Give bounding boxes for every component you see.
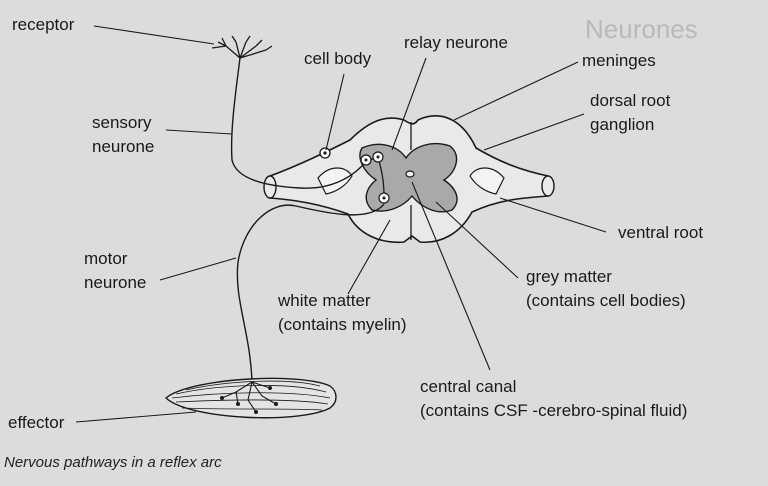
relay-neurone-drawing	[360, 151, 390, 204]
label-grey-matter-line2: (contains cell bodies)	[526, 291, 686, 310]
figure-caption: Nervous pathways in a reflex arc	[4, 454, 222, 471]
label-sensory-neurone-line1: sensory	[92, 113, 152, 132]
motor-neurone-path	[236, 203, 385, 383]
effector-muscle	[164, 377, 337, 419]
label-dorsal-root-line1: dorsal root	[590, 91, 671, 110]
sensory-neurone-path	[230, 57, 363, 189]
leader-lines	[75, 25, 607, 423]
label-cell-body: cell body	[304, 49, 372, 68]
label-grey-matter-line1: grey matter	[526, 267, 612, 286]
label-white-matter-line1: white matter	[278, 291, 371, 310]
label-central-canal-line2: (contains CSF -cerebro-spinal fluid)	[420, 401, 688, 420]
label-sensory-neurone-line2: neurone	[92, 137, 155, 156]
spinal-cord-section	[263, 115, 555, 244]
label-central-canal-line1: central canal	[420, 377, 517, 396]
label-dorsal-root-line2: ganglion	[590, 115, 655, 134]
background-heading: Neurones	[585, 14, 698, 44]
label-white-matter-line2: (contains myelin)	[278, 315, 407, 334]
label-receptor: receptor	[12, 15, 75, 34]
label-effector: effector	[8, 413, 65, 432]
receptor-drawing	[211, 35, 273, 59]
label-meninges: meninges	[582, 51, 656, 70]
label-motor-neurone-line1: motor	[84, 249, 128, 268]
label-ventral-root: ventral root	[618, 223, 704, 242]
label-relay-neurone: relay neurone	[404, 33, 508, 52]
label-motor-neurone-line2: neurone	[84, 273, 147, 292]
